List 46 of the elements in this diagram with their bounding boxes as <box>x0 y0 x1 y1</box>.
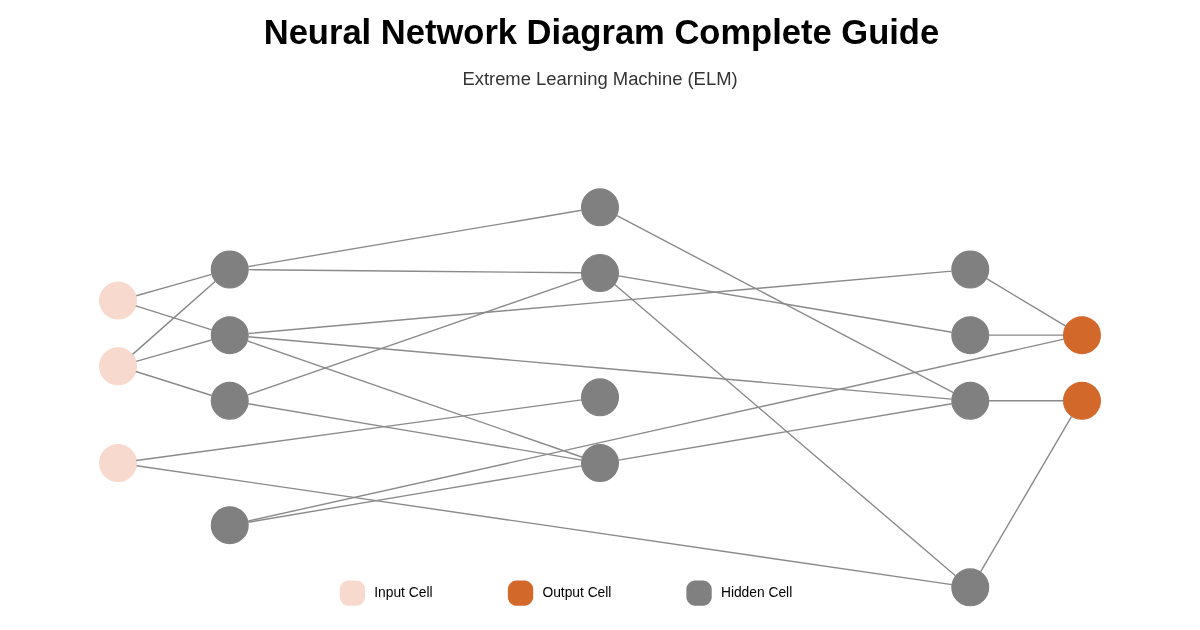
node-circle <box>951 568 990 607</box>
node-circle <box>99 444 138 482</box>
connector <box>979 415 1073 573</box>
node-circle <box>1062 316 1101 355</box>
connector <box>988 400 1064 402</box>
connector <box>247 465 583 523</box>
connector <box>247 209 583 268</box>
connector <box>135 399 583 462</box>
node-circle <box>951 316 990 355</box>
legend-label: Hidden Cell <box>720 583 793 600</box>
connector <box>135 273 213 297</box>
node-circle <box>1062 381 1101 420</box>
connector <box>247 336 953 400</box>
connector <box>247 338 1065 522</box>
connector <box>247 269 582 274</box>
connector <box>135 465 953 586</box>
connector <box>247 403 583 461</box>
connector <box>247 270 953 335</box>
connector <box>135 339 213 363</box>
legend-label: Output Cell <box>542 583 612 600</box>
connector <box>988 334 1064 336</box>
node-circle <box>581 444 619 482</box>
connector <box>246 278 584 396</box>
diagram-title: Neural Network Diagram Complete Guide <box>263 12 940 51</box>
connector <box>135 370 213 397</box>
connector <box>617 403 953 461</box>
connector <box>246 340 584 458</box>
connector <box>131 280 217 356</box>
legend-label: Input Cell <box>374 583 433 600</box>
node-circle <box>581 253 619 292</box>
node-circle <box>210 250 249 289</box>
node-circle <box>581 378 619 417</box>
node-circle <box>210 506 249 545</box>
connector <box>614 283 957 577</box>
connector <box>617 275 953 333</box>
node-circle <box>99 281 138 320</box>
node-circle <box>210 316 249 355</box>
node-circle <box>951 250 990 289</box>
connector <box>135 305 213 331</box>
label: Extreme Learning Machine (ELM) <box>462 68 738 90</box>
node-circle <box>581 188 619 227</box>
node-circle <box>210 381 249 420</box>
connector <box>616 214 955 394</box>
connector <box>985 277 1067 327</box>
node-circle <box>951 381 990 420</box>
node-circle <box>99 347 138 386</box>
